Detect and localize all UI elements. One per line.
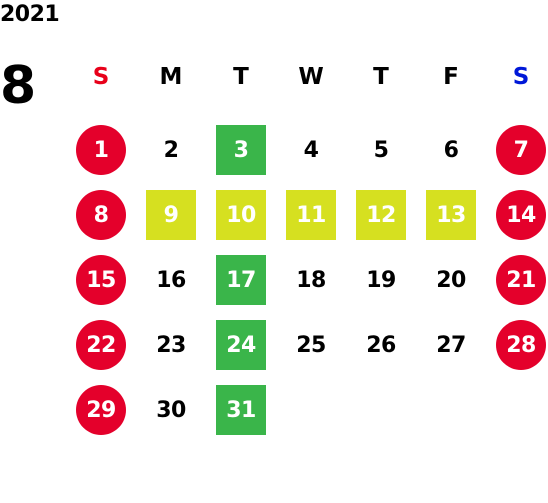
day-cell-22[interactable]: 22 <box>76 320 126 370</box>
weekday-header-saturday-6: S <box>512 64 530 90</box>
day-cell-25[interactable]: 25 <box>296 332 326 358</box>
day-cell-30[interactable]: 30 <box>156 397 186 423</box>
day-cell-20[interactable]: 20 <box>436 267 466 293</box>
month-label: 8 <box>0 56 37 116</box>
day-cell-15[interactable]: 15 <box>76 255 126 305</box>
day-cell-14[interactable]: 14 <box>496 190 546 240</box>
day-cell-4[interactable]: 4 <box>303 137 319 163</box>
day-cell-13[interactable]: 13 <box>426 190 476 240</box>
day-cell-10[interactable]: 10 <box>216 190 266 240</box>
weekday-header-weekday-2: T <box>233 64 249 90</box>
day-cell-8[interactable]: 8 <box>76 190 126 240</box>
day-cell-1[interactable]: 1 <box>76 125 126 175</box>
day-cell-11[interactable]: 11 <box>286 190 336 240</box>
day-cell-5[interactable]: 5 <box>373 137 389 163</box>
day-cell-17[interactable]: 17 <box>216 255 266 305</box>
day-cell-24[interactable]: 24 <box>216 320 266 370</box>
weekday-header-weekday-4: T <box>373 64 389 90</box>
day-cell-3[interactable]: 3 <box>216 125 266 175</box>
day-cell-16[interactable]: 16 <box>156 267 186 293</box>
year-label: 2021 <box>0 2 60 27</box>
day-cell-7[interactable]: 7 <box>496 125 546 175</box>
weekday-header-weekday-5: F <box>443 64 459 90</box>
day-cell-9[interactable]: 9 <box>146 190 196 240</box>
weekday-header-weekday-3: W <box>298 64 324 90</box>
weekday-header-sunday-0: S <box>92 64 110 90</box>
day-cell-28[interactable]: 28 <box>496 320 546 370</box>
day-cell-31[interactable]: 31 <box>216 385 266 435</box>
day-cell-6[interactable]: 6 <box>443 137 459 163</box>
day-cell-21[interactable]: 21 <box>496 255 546 305</box>
day-cell-18[interactable]: 18 <box>296 267 326 293</box>
day-cell-19[interactable]: 19 <box>366 267 396 293</box>
day-cell-2[interactable]: 2 <box>163 137 179 163</box>
day-cell-12[interactable]: 12 <box>356 190 406 240</box>
weekday-header-weekday-1: M <box>159 64 183 90</box>
day-cell-29[interactable]: 29 <box>76 385 126 435</box>
day-cell-27[interactable]: 27 <box>436 332 466 358</box>
day-cell-23[interactable]: 23 <box>156 332 186 358</box>
day-cell-26[interactable]: 26 <box>366 332 396 358</box>
